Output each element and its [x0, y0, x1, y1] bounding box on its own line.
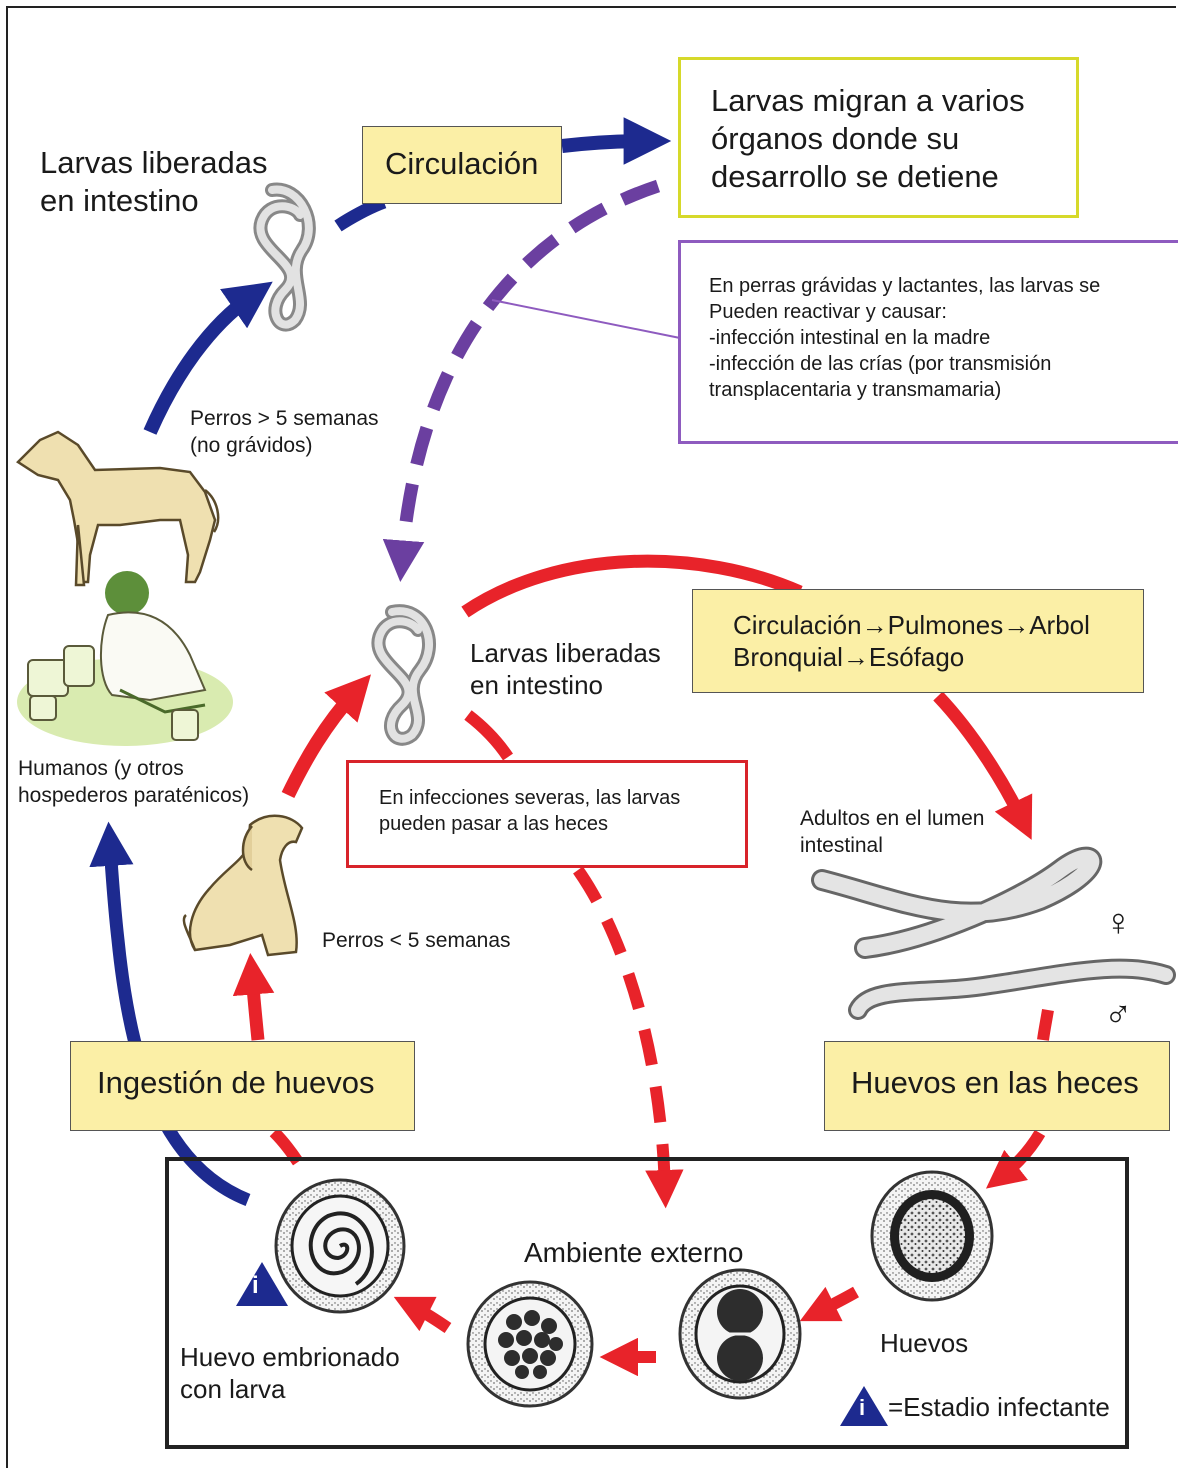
reactivation-pointer — [492, 300, 680, 338]
eggs-feces-box: Huevos en las heces — [824, 1041, 1170, 1131]
arrow-puppy-to-larvae — [288, 692, 355, 795]
dogs-older-label: Perros > 5 semanas(no grávidos) — [190, 406, 379, 460]
larva-middle-image — [378, 611, 429, 739]
ingestion-label: Ingestión de huevos — [97, 1064, 375, 1102]
reactivation-text: En perras grávidas y lactantes, las larv… — [709, 273, 1100, 403]
arrow-larvae-to-severe-box — [468, 715, 508, 757]
male-symbol: ♂ — [1104, 992, 1133, 1038]
female-symbol: ♀ — [1104, 900, 1133, 946]
reactivation-box: En perras grávidas y lactantes, las larv… — [678, 240, 1178, 444]
arrow-adults-to-feces — [1043, 1010, 1048, 1040]
arrow-lungs-to-adults — [938, 696, 1022, 820]
adult-dog-image — [18, 432, 218, 585]
puppy-image — [184, 816, 302, 955]
legend-text: =Estadio infectante — [888, 1392, 1110, 1424]
dogs-younger-label: Perros < 5 semanas — [322, 928, 511, 955]
environment-title: Ambiente externo — [524, 1236, 743, 1270]
arrow-severe-to-environment — [578, 870, 665, 1188]
arrow-reactivation — [402, 186, 658, 560]
circulation-label: Circulación — [385, 145, 538, 183]
arrow-larvae-to-circulation — [338, 202, 384, 226]
arrow-circulation-to-organs — [562, 141, 646, 146]
eggs-label: Huevos — [880, 1328, 968, 1360]
legend-icon-letter: i — [859, 1395, 865, 1422]
humans-image — [17, 571, 233, 746]
arrow-to-puppy — [252, 975, 258, 1040]
adult-female-worm-image — [822, 858, 1091, 948]
larva-top-image — [260, 190, 308, 325]
ingestion-box: Ingestión de huevos — [70, 1041, 415, 1131]
infective-icon-letter: i — [252, 1271, 259, 1300]
circulation-box: Circulación — [362, 126, 562, 204]
eggs-feces-label: Huevos en las heces — [851, 1064, 1139, 1102]
